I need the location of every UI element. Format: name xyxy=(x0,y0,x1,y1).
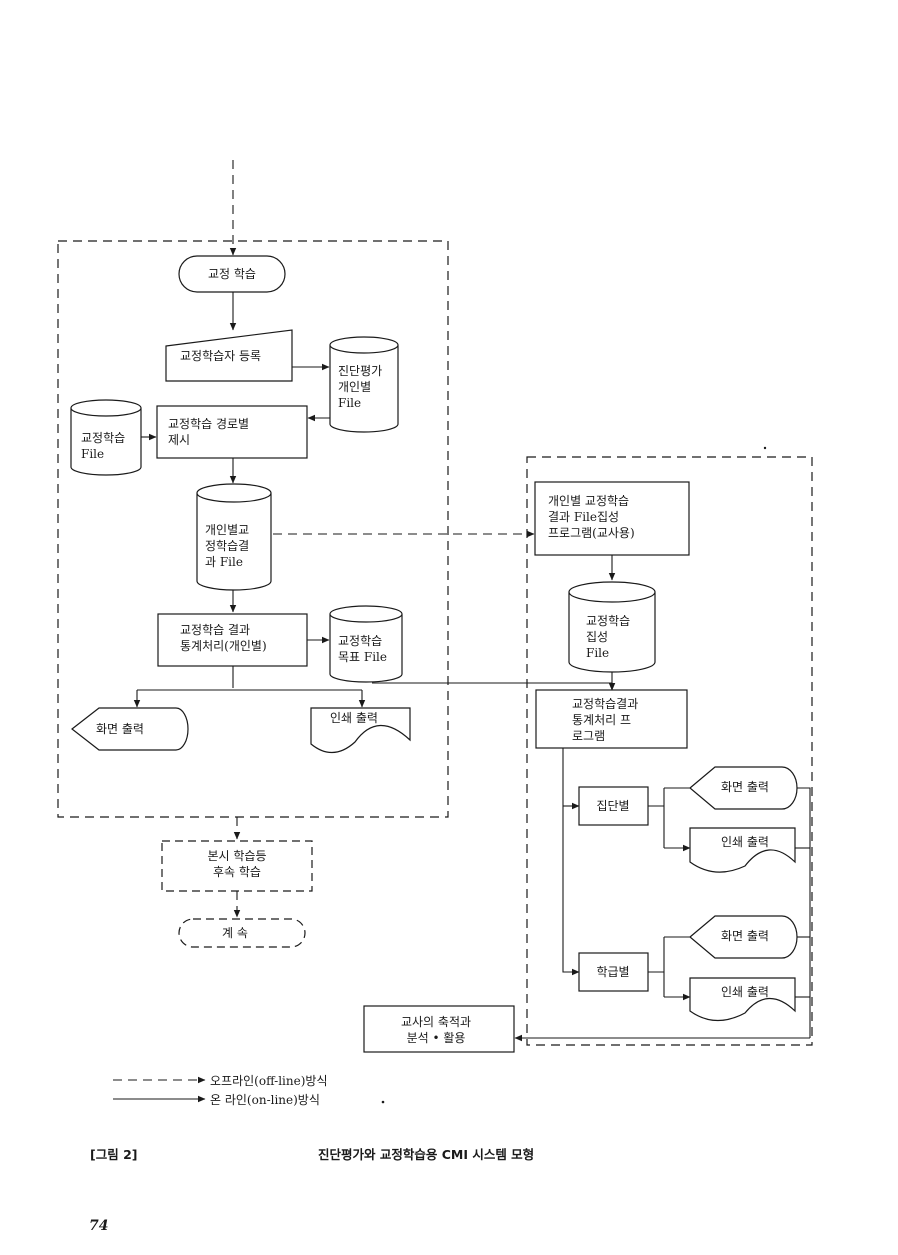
figure-title: 진단평가와 교정학습용 CMI 시스템 모형 xyxy=(318,1147,535,1162)
collect-prog-label: 프로그램(교사용) xyxy=(548,526,635,540)
print-output-class xyxy=(689,977,796,1022)
remedial-file-label: File xyxy=(81,447,104,461)
connector xyxy=(562,748,580,976)
class-process xyxy=(578,952,649,992)
screen-g-label: 화면 출력 xyxy=(721,780,769,794)
print-c-label: 인쇄 출력 xyxy=(721,985,769,999)
stat-indiv-label: 교정학습 결과 xyxy=(180,623,250,637)
connector xyxy=(372,682,616,691)
scan-dot xyxy=(381,1100,385,1104)
legend-online-label: 온 라인(on-line)방식 xyxy=(210,1093,320,1107)
register-manual-input xyxy=(165,329,293,382)
collect-file-label: 교정학습 xyxy=(586,614,630,628)
collect-prog-label: 결과 File집성 xyxy=(548,510,619,524)
legend-offline-label: 오프라인(off-line)방식 xyxy=(210,1074,328,1088)
collect-file-cylinder xyxy=(568,581,656,673)
group-process xyxy=(578,786,649,826)
follow-label: 후속 학습 xyxy=(213,865,261,879)
teacher-label: 교사의 축적과 xyxy=(401,1015,471,1029)
teacher-process xyxy=(363,1005,515,1053)
cont-label: 계 속 xyxy=(222,926,248,940)
collect-file-label: File xyxy=(586,646,609,660)
indiv-result-file-label: 개인별교 xyxy=(205,523,249,537)
teacher-label: 분석 • 활용 xyxy=(407,1031,466,1045)
remedial-file-cylinder xyxy=(70,399,142,476)
stat-prog-label: 교정학습결과 xyxy=(572,697,638,711)
follow-process xyxy=(161,840,313,892)
route-process xyxy=(156,405,308,459)
screen-c-label: 화면 출력 xyxy=(721,929,769,943)
collect-file-label: 집성 xyxy=(586,630,608,644)
remedial-file-label: 교정학습 xyxy=(81,431,125,445)
diag-file-label: File xyxy=(338,396,361,410)
collect-program-process xyxy=(534,481,690,556)
stat-prog-label: 로그램 xyxy=(572,729,605,743)
route-label: 제시 xyxy=(168,433,190,447)
collect-prog-label: 개인별 교정학습 xyxy=(548,494,629,508)
screen-left-label: 화면 출력 xyxy=(96,722,144,736)
continue-terminator xyxy=(178,918,306,948)
screen-output-group xyxy=(689,766,798,810)
page-number: 74 xyxy=(89,1218,109,1234)
stat-program-process xyxy=(535,689,688,749)
group-label: 집단별 xyxy=(596,799,629,813)
connector xyxy=(797,787,811,1038)
stat-indiv-process xyxy=(157,613,308,667)
screen-output-class xyxy=(689,915,798,959)
print-left-label: 인쇄 출력 xyxy=(330,711,378,725)
diag-file-label: 진단평가 xyxy=(338,364,382,378)
print-output-left xyxy=(310,707,411,754)
register-label: 교정학습자 등록 xyxy=(180,349,261,363)
scan-dot xyxy=(763,446,767,450)
stat-prog-label: 통계처리 프 xyxy=(572,713,631,727)
stat-indiv-label: 통계처리(개인별) xyxy=(180,639,267,653)
diag-file-label: 개인별 xyxy=(338,380,371,394)
class-label: 학급별 xyxy=(596,965,629,979)
indiv-result-file-label: 정학습결 xyxy=(205,539,249,553)
goal-file-label: 목표 File xyxy=(338,650,387,664)
route-label: 교정학습 경로별 xyxy=(168,417,249,431)
follow-label: 본시 학습등 xyxy=(207,849,266,863)
goal-file-cylinder xyxy=(329,605,403,683)
diag-file-cylinder xyxy=(329,336,399,433)
start-terminator xyxy=(178,255,286,293)
screen-output-left xyxy=(71,707,189,751)
student-process-frame xyxy=(57,240,449,818)
goal-file-label: 교정학습 xyxy=(338,634,382,648)
teacher-process-frame xyxy=(526,456,813,1046)
start-label: 교정 학습 xyxy=(208,267,256,281)
figure-number: [그림 2] xyxy=(90,1147,138,1162)
indiv-result-file-label: 과 File xyxy=(205,555,243,569)
print-output-group xyxy=(689,827,796,873)
print-g-label: 인쇄 출력 xyxy=(721,835,769,849)
connector xyxy=(648,787,690,848)
connector xyxy=(648,936,690,997)
indiv-result-file-cylinder xyxy=(196,483,272,591)
